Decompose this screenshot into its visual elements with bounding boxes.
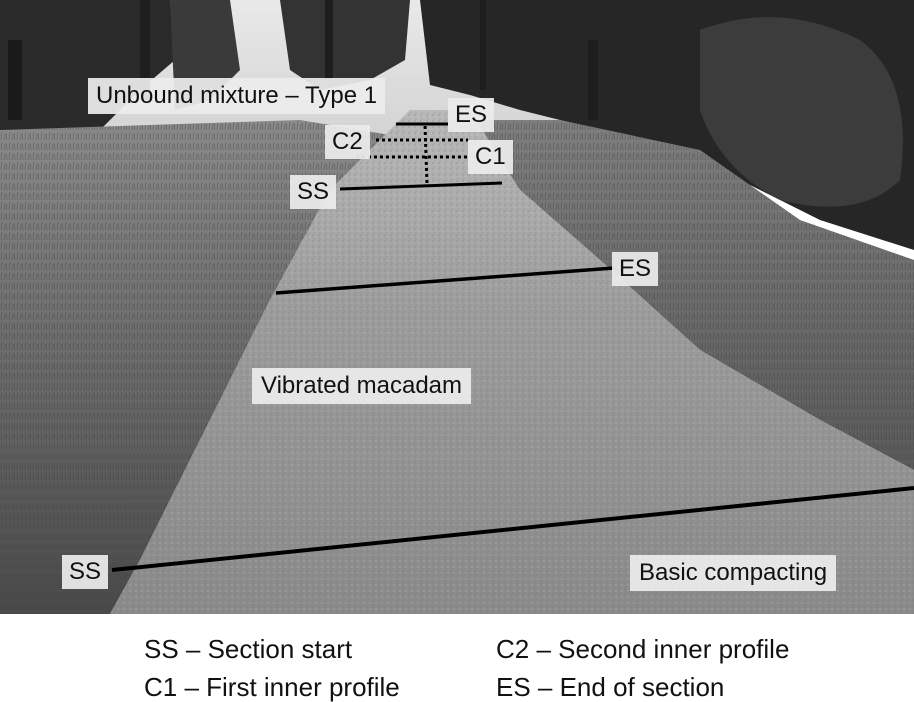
ss-near-line — [111, 486, 914, 572]
road-scene — [0, 0, 914, 614]
trunk — [8, 40, 22, 120]
es-mid-marker: ES — [612, 252, 659, 286]
road-photo: Unbound mixture – Type 1 Vibrated macada… — [0, 0, 914, 614]
legend-c1: C1 – First inner profile — [144, 672, 400, 702]
legend-es: ES – End of section — [496, 672, 725, 702]
legend-c2: C2 – Second inner profile — [496, 634, 790, 664]
grass-left-texture — [0, 120, 420, 614]
trunk — [325, 0, 333, 80]
c2-marker: C2 — [325, 125, 370, 159]
trees-left — [0, 0, 175, 150]
grass-right-texture — [470, 120, 914, 470]
basic-compacting-label: Basic compacting — [630, 555, 837, 591]
c1-marker: C1 — [468, 140, 513, 174]
center-profile-line — [423, 125, 429, 185]
es-mid-line — [275, 266, 615, 295]
unbound-mixture-label: Unbound mixture – Type 1 — [88, 78, 386, 114]
ss-far-line — [339, 181, 503, 191]
trees-center — [280, 0, 410, 90]
trunk — [480, 0, 486, 90]
trunk — [588, 40, 598, 120]
ss-near-marker: SS — [62, 555, 109, 589]
bush-right — [700, 17, 903, 207]
trunk — [140, 0, 150, 100]
gravel-road-texture — [110, 110, 914, 614]
es-far-marker: ES — [448, 98, 495, 132]
legend-ss: SS – Section start — [144, 634, 353, 664]
legend: SS – Section start C1 – First inner prof… — [0, 614, 914, 702]
vibrated-macadam-label: Vibrated macadam — [252, 368, 471, 404]
ss-far-marker: SS — [290, 175, 337, 209]
